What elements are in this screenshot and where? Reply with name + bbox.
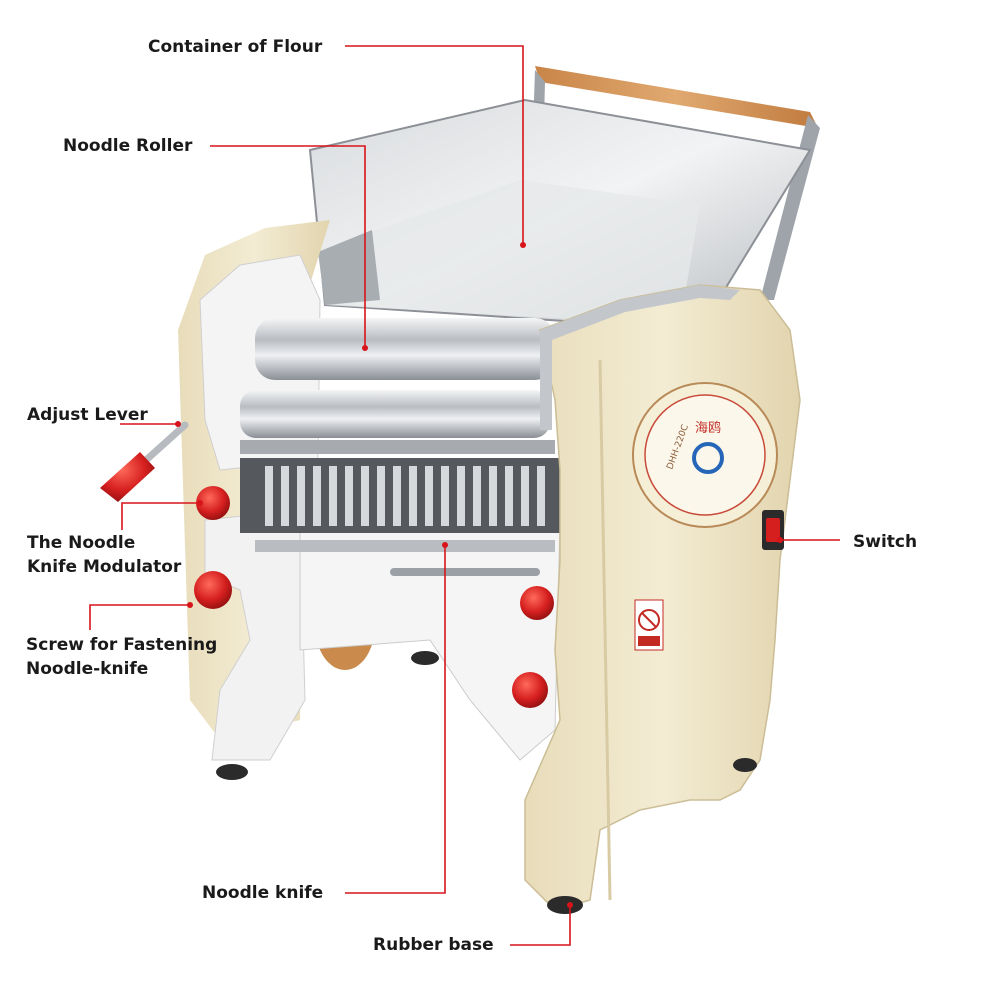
leader-dots (175, 242, 783, 908)
cutter-teeth (265, 466, 545, 526)
leader-noodle-roller (210, 145, 366, 348)
label-screw-line2: Noodle-knife (26, 659, 149, 679)
label-screw-line1: Screw for Fastening (26, 635, 218, 655)
label-knife-modulator-line1: The Noodle (27, 533, 136, 553)
lower-roller (240, 390, 550, 438)
label-adjust-lever: Adjust Lever (27, 405, 148, 425)
label-noodle-knife: Noodle knife (202, 883, 324, 903)
wooden-handle (535, 66, 818, 128)
brand-chars: 海鸥 (695, 420, 721, 436)
power-switch-rocker (766, 518, 780, 542)
leader-rubber-base (510, 905, 571, 946)
right-steel-band (540, 285, 740, 430)
label-knife-modulator-line2: Knife Modulator (27, 557, 182, 577)
roller-bar (240, 440, 555, 454)
label-noodle-roller: Noodle Roller (63, 136, 193, 156)
rubber-foot-left (216, 764, 248, 780)
screw-knob-middle (520, 586, 554, 620)
spring-rod (390, 568, 540, 576)
label-screw-fastening: Screw for Fastening Noodle-knife (26, 633, 217, 681)
leader-screw (89, 604, 190, 630)
label-container-of-flour: Container of Flour (148, 37, 323, 57)
rubber-foot-front (547, 896, 583, 914)
knife-modulator-knob (196, 486, 230, 520)
lever-grip (100, 452, 155, 502)
warning-icon (638, 609, 660, 631)
leader-container-of-flour (345, 45, 524, 245)
brand-badge-inner (644, 394, 766, 516)
leader-noodle-knife (345, 545, 446, 894)
upper-roller (255, 318, 555, 380)
label-switch: Switch (853, 532, 918, 552)
handle-arm-right (760, 115, 820, 300)
cutter-lower-bar (255, 540, 555, 552)
front-lower-plate (299, 519, 561, 761)
right-housing-edge (598, 359, 612, 901)
leader-knife-modulator (121, 502, 200, 530)
label-rubber-base: Rubber base (373, 935, 494, 955)
label-knife-modulator: The Noodle Knife Modulator (27, 531, 181, 579)
screw-knob-left (194, 571, 232, 609)
screw-knob-right (512, 672, 548, 708)
flour-tray-slope (320, 180, 700, 325)
rubber-foot-right (733, 758, 757, 772)
right-housing (524, 284, 801, 911)
rubber-foot-middle (411, 651, 439, 665)
brand-logo-ring (692, 442, 724, 474)
leader-lines (89, 45, 840, 946)
